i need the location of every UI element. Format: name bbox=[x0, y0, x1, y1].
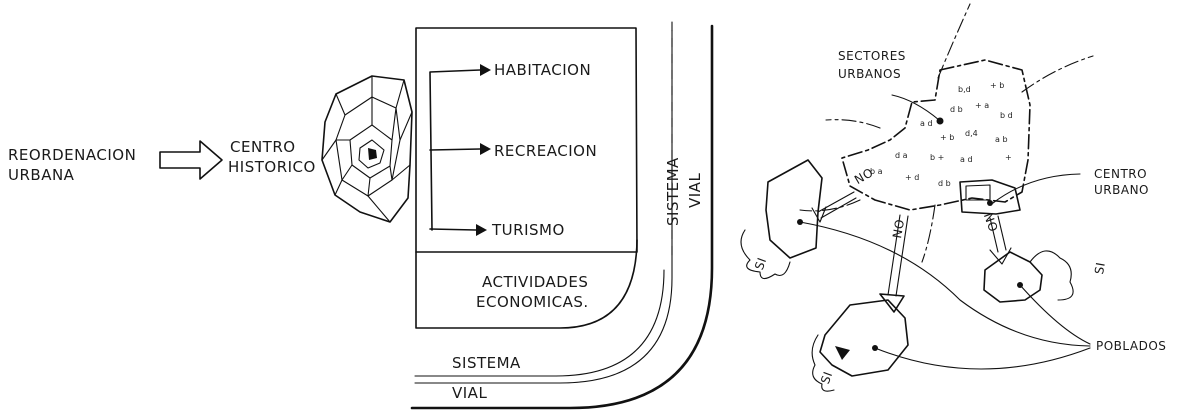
no-label-right: NO bbox=[981, 211, 1001, 234]
left-diagram: REORDENACION URBANA CENTRO HISTORICO HAB… bbox=[8, 21, 714, 410]
source-label-line1: REORDENACION bbox=[8, 146, 136, 164]
urban-area-outline bbox=[841, 59, 1031, 211]
use-recreacion: RECREACION bbox=[494, 142, 597, 160]
road-label-bottom-line2: VIAL bbox=[452, 384, 487, 402]
sector-dot bbox=[936, 117, 944, 125]
arrowhead-icon bbox=[480, 143, 491, 155]
svg-text:+ a: + a bbox=[975, 101, 989, 110]
towns-label: POBLADOS bbox=[1096, 339, 1166, 353]
road-label-vertical-line2: VIAL bbox=[686, 173, 704, 208]
svg-text:b a: b a bbox=[870, 167, 883, 176]
hollow-arrow-icon bbox=[159, 140, 223, 180]
town-bottom-outline bbox=[819, 299, 909, 377]
svg-text:b d: b d bbox=[1000, 111, 1013, 120]
svg-text:+ b: + b bbox=[990, 81, 1004, 90]
no-label-bottom: NO bbox=[890, 218, 907, 240]
target-label-line2: HISTORICO bbox=[228, 158, 316, 176]
svg-text:+ b: + b bbox=[940, 133, 954, 142]
si-label-right: SI bbox=[1092, 261, 1108, 275]
town-left-outline bbox=[765, 159, 823, 259]
source-label-line2: URBANA bbox=[8, 166, 75, 184]
center-label-line2: URBANO bbox=[1094, 183, 1149, 197]
road-inner-line bbox=[410, 24, 714, 410]
use-turismo: TURISMO bbox=[491, 221, 565, 239]
urban-center-shape bbox=[959, 179, 1021, 215]
use-habitacion: HABITACION bbox=[494, 61, 591, 79]
right-diagram: b,d + b d b + a b d a d + b d,4 a b d a b + a … bbox=[740, 3, 1166, 392]
arrowhead-icon bbox=[835, 346, 850, 360]
svg-text:d b: d b bbox=[950, 105, 963, 114]
road-label-vertical-line1: SISTEMA bbox=[664, 157, 682, 226]
center-label-line1: CENTRO bbox=[1094, 167, 1147, 181]
road-label-bottom-line1: SISTEMA bbox=[452, 354, 521, 372]
monument-icon bbox=[368, 148, 377, 160]
svg-text:b,d: b,d bbox=[958, 85, 971, 94]
arrowhead-icon bbox=[476, 224, 487, 236]
svg-text:d b: d b bbox=[938, 179, 951, 188]
town-right-outline bbox=[983, 251, 1043, 303]
sectors-label-line2: URBANOS bbox=[838, 67, 901, 81]
economic-label-line1: ACTIVIDADES bbox=[482, 273, 588, 291]
svg-text:d a: d a bbox=[895, 151, 908, 160]
si-label-bottom: SI bbox=[818, 370, 835, 386]
svg-text:+ d: + d bbox=[905, 173, 919, 182]
si-label-left: SI bbox=[752, 256, 769, 272]
target-label-line1: CENTRO bbox=[230, 138, 296, 156]
svg-text:d,4: d,4 bbox=[965, 129, 978, 138]
economic-label-line2: ECONOMICAS. bbox=[476, 293, 589, 311]
sectors-label-line1: SECTORES bbox=[838, 49, 906, 63]
svg-text:b +: b + bbox=[930, 153, 944, 162]
svg-text:a d: a d bbox=[920, 119, 933, 128]
historic-center-sketch bbox=[321, 75, 413, 223]
branch-trunk bbox=[429, 69, 481, 231]
svg-text:a b: a b bbox=[995, 135, 1008, 144]
sector-marks: b,d + b d b + a b d a d + b d,4 a b d a b + a … bbox=[870, 81, 1013, 188]
svg-text:+: + bbox=[1005, 153, 1012, 162]
svg-text:a d: a d bbox=[960, 155, 973, 164]
road-outer-line bbox=[414, 29, 673, 384]
arrowhead-icon bbox=[480, 64, 491, 76]
